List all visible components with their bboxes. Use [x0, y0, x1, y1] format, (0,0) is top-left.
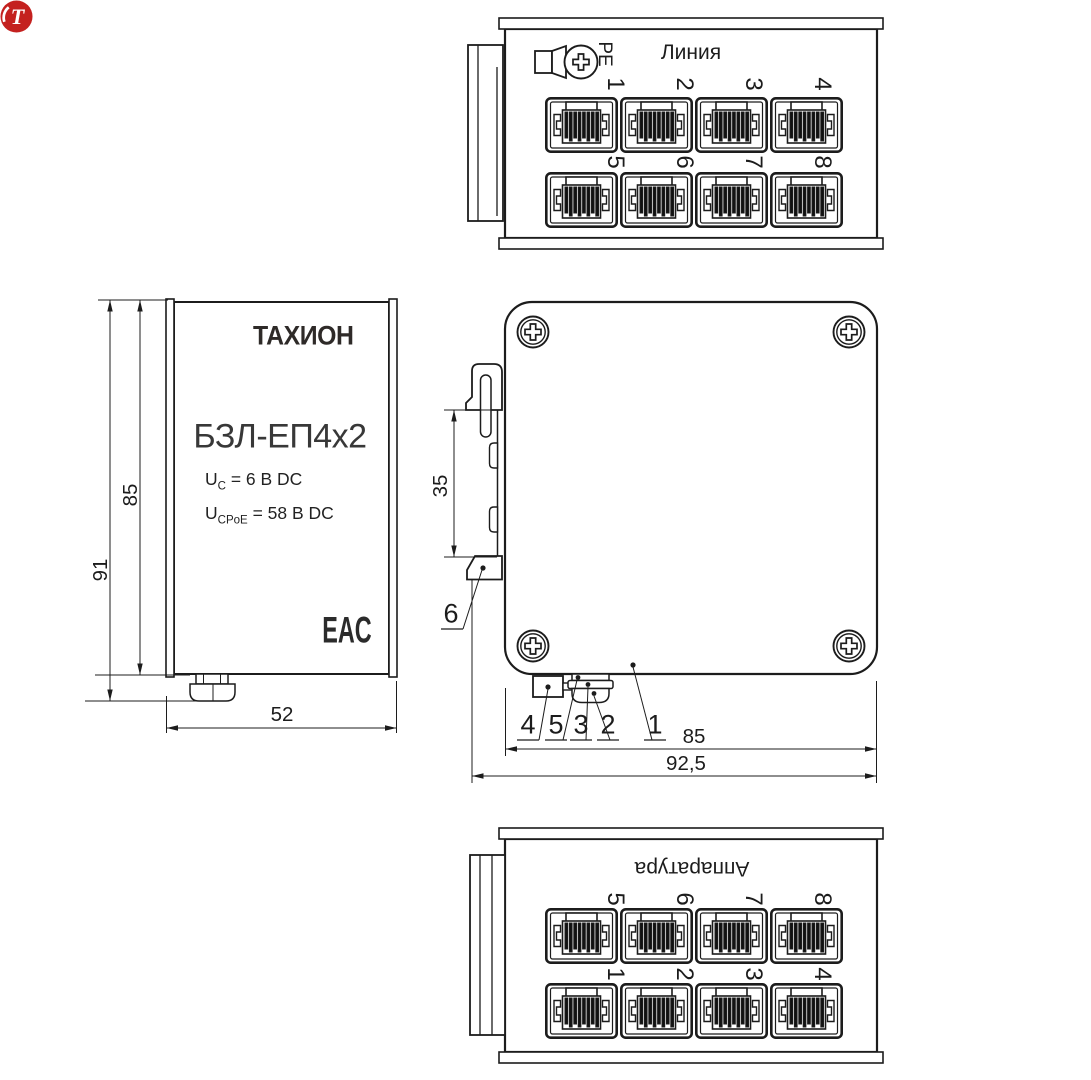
callout-6: 6 — [443, 598, 459, 629]
spec-line-1: UC = 6 В DC — [205, 469, 303, 493]
dim-depth-overall: 92,5 — [666, 752, 706, 775]
brand-glyph: Т — [11, 4, 26, 29]
side-view-geometry — [441, 300, 879, 783]
rj45-port — [620, 172, 693, 228]
rj45-port — [695, 983, 768, 1039]
dim-front-width: 52 — [270, 703, 294, 726]
model-name: БЗЛ-ЕП4х2 — [193, 417, 367, 456]
front-panel — [173, 301, 390, 675]
port-number: 1 — [602, 77, 629, 91]
top-view-title: Линия — [660, 41, 722, 64]
port-number: 8 — [809, 155, 836, 169]
cable-gland-front — [189, 673, 236, 702]
bottom-view-geometry — [469, 827, 884, 1064]
port-number: 5 — [602, 155, 629, 169]
port-number: 7 — [740, 892, 767, 906]
dim-height-overall: 91 — [89, 558, 112, 582]
screw-cross-icon — [572, 53, 590, 71]
pe-ground-lug — [534, 44, 599, 80]
screw-icon — [516, 315, 550, 349]
rj45-port — [620, 908, 693, 964]
top-view-lip-bottom — [498, 237, 884, 250]
rj45-port — [770, 908, 843, 964]
din-rail-clip — [441, 363, 503, 783]
din-dimension-35 — [444, 409, 497, 558]
screw-icon — [516, 629, 550, 663]
port-number: 2 — [671, 967, 698, 981]
spec-line-2: UCPoE = 58 В DC — [205, 502, 334, 527]
side-dimension-lines — [472, 681, 877, 783]
rj45-port — [545, 983, 618, 1039]
bottom-fittings — [532, 662, 636, 704]
callout-2: 2 — [600, 709, 616, 740]
bottom-view-title: Аппаратура — [634, 857, 750, 880]
rj45-port — [695, 172, 768, 228]
screw-icon — [832, 315, 866, 349]
rj45-port — [770, 172, 843, 228]
rj45-port — [695, 908, 768, 964]
bottom-view-lip-bottom — [498, 1051, 884, 1064]
callout-4: 4 — [520, 709, 536, 740]
front-view-geometry — [85, 298, 398, 733]
spec-block: UC = 6 В DC UCPoE = 58 В DC — [205, 466, 334, 533]
port-number: 4 — [809, 967, 836, 981]
port-number: 3 — [740, 967, 767, 981]
callout-leaders — [517, 666, 666, 741]
front-edge-right — [388, 298, 398, 678]
port-number: 2 — [671, 77, 698, 91]
bottom-view-din-rail — [469, 854, 506, 1036]
top-view-din-bracket — [467, 44, 504, 222]
port-number: 8 — [809, 892, 836, 906]
bottom-view-lip-top — [498, 827, 884, 840]
rj45-port — [620, 983, 693, 1039]
screw-icon — [832, 629, 866, 663]
dim-din-height: 35 — [429, 474, 452, 498]
rj45-port — [545, 908, 618, 964]
side-body — [503, 300, 879, 676]
front-edge-left — [165, 298, 175, 678]
rj45-port — [545, 97, 618, 153]
callout-1: 1 — [647, 709, 663, 740]
port-number: 4 — [809, 77, 836, 91]
eac-mark: EAC — [322, 609, 372, 651]
callout-5: 5 — [548, 709, 564, 740]
port-number: 1 — [602, 967, 629, 981]
brand-name: ТАХИОН — [253, 320, 354, 351]
pe-label: РЕ — [594, 41, 615, 67]
callout-3: 3 — [573, 709, 589, 740]
port-number: 7 — [740, 155, 767, 169]
top-view-geometry — [467, 17, 884, 250]
rj45-port — [695, 97, 768, 153]
port-number: 5 — [602, 892, 629, 906]
port-number: 3 — [740, 77, 767, 91]
rj45-port — [545, 172, 618, 228]
brand-logo-icon: Т — [0, 0, 33, 33]
rj45-port — [620, 97, 693, 153]
rj45-port — [770, 983, 843, 1039]
front-dimension-lines — [85, 299, 397, 733]
dim-height-body: 85 — [119, 483, 142, 507]
top-view-lip-top — [498, 17, 884, 30]
port-number: 6 — [671, 155, 698, 169]
dim-depth-body: 85 — [682, 725, 706, 748]
rj45-port — [770, 97, 843, 153]
port-number: 6 — [671, 892, 698, 906]
